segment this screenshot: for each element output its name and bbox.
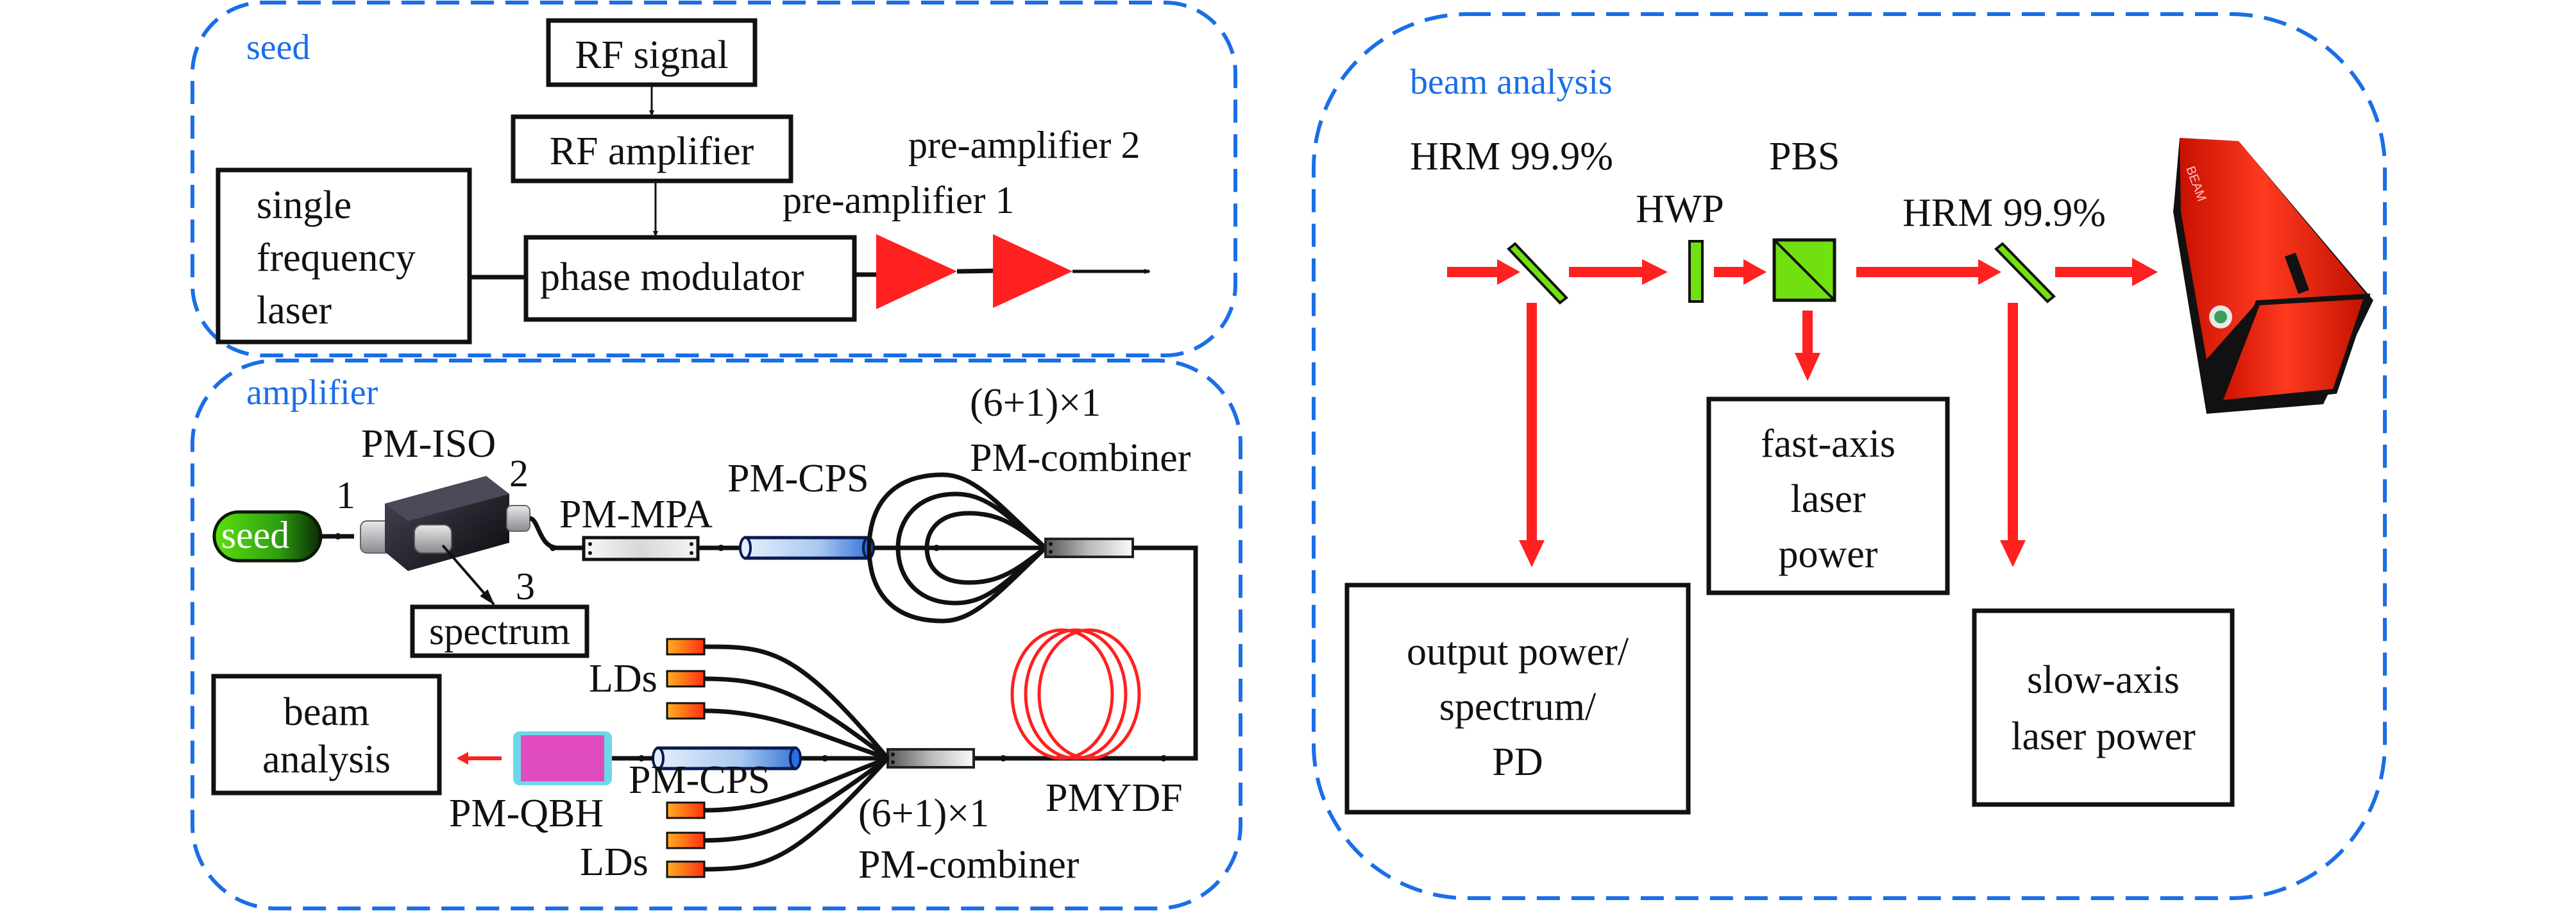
combiner-lower-name: PM-combiner bbox=[858, 843, 1080, 887]
pm-qbh-label: PM-QBH bbox=[449, 792, 604, 835]
mpa-dot bbox=[690, 551, 693, 555]
seed-capsule-label: seed bbox=[221, 514, 290, 556]
seed-panel-title: seed bbox=[246, 28, 310, 67]
pm-cps-upper-label: PM-CPS bbox=[727, 457, 869, 500]
mpa-dot bbox=[588, 551, 592, 555]
pre-amplifier-2-label: pre-amplifier 2 bbox=[908, 124, 1140, 166]
fiber-splice bbox=[822, 755, 828, 762]
beam-path-horizontal bbox=[1447, 258, 2158, 286]
iso-to-mpa-fiber bbox=[529, 516, 584, 550]
hwp-plate bbox=[1688, 240, 1704, 303]
combiner-upper-name: PM-combiner bbox=[970, 436, 1191, 480]
pre-amplifier-2-triangle bbox=[993, 234, 1072, 308]
combiner-dot bbox=[1049, 542, 1053, 546]
laser-label-line-3: laser bbox=[257, 289, 332, 332]
combiner-dot bbox=[1049, 550, 1053, 554]
laser-diodes-lower bbox=[666, 756, 890, 878]
laser-label-line-1: single bbox=[257, 183, 352, 227]
phase-modulator-box bbox=[523, 235, 857, 322]
combiner-pump-loops bbox=[867, 472, 1047, 624]
combiner-upper-ratio: (6+1)×1 bbox=[970, 381, 1101, 425]
fiber-splice bbox=[1000, 755, 1006, 762]
pm-combiner-upper bbox=[1044, 538, 1134, 558]
pre-amplifier-1-label: pre-amplifier 1 bbox=[783, 179, 1015, 221]
iso-port3-arrow bbox=[441, 544, 495, 606]
output-line-2: spectrum/ bbox=[1439, 685, 1597, 729]
fiber-splice bbox=[638, 755, 645, 762]
amplifier-panel: amplifier seed PM-ISO 1 2 3 spectrum PM-… bbox=[191, 359, 1242, 910]
port-2-label: 2 bbox=[509, 452, 529, 495]
qbh-output-arrowhead bbox=[457, 752, 468, 765]
combiner-dot bbox=[891, 760, 895, 764]
laser-label-line-2: frequency bbox=[257, 236, 416, 280]
fiber-splice bbox=[718, 545, 724, 551]
beam-analysis-panel: beam analysis HRM 99.9% PBS HWP HRM 99.9… bbox=[1312, 12, 2387, 900]
hrm-2-mirror bbox=[1994, 242, 2056, 303]
hwp-label: HWP bbox=[1636, 187, 1724, 231]
hrm-1-mirror bbox=[1507, 242, 1568, 305]
fast-axis-line-3: power bbox=[1779, 532, 1878, 576]
pbs-label: PBS bbox=[1769, 135, 1840, 178]
rf-signal-label: RF signal bbox=[575, 33, 728, 77]
pm-combiner-lower bbox=[886, 748, 975, 769]
port-3-label: 3 bbox=[516, 565, 535, 608]
seed-panel-border bbox=[191, 1, 1237, 357]
pm-iso-label: PM-ISO bbox=[361, 422, 496, 466]
output-line-1: output power/ bbox=[1407, 630, 1629, 674]
pm-mpa bbox=[582, 536, 700, 561]
output-power-box bbox=[1344, 583, 1691, 815]
laser-diodes-upper bbox=[666, 638, 890, 761]
fast-axis-box bbox=[1706, 396, 1950, 595]
mpa-dot bbox=[690, 542, 693, 546]
pm-isolator bbox=[360, 476, 530, 571]
pm-mpa-label: PM-MPA bbox=[559, 493, 713, 536]
slow-axis-box bbox=[1972, 608, 2235, 807]
combiner-lower-ratio: (6+1)×1 bbox=[858, 792, 989, 835]
rf-amplifier-label: RF amplifier bbox=[550, 130, 754, 173]
pm-cps-lower bbox=[652, 746, 802, 771]
slow-axis-line-2: laser power bbox=[2011, 715, 2196, 758]
fiber-splice bbox=[335, 533, 341, 540]
beam-analysis-panel-border bbox=[1312, 12, 2387, 900]
fast-axis-line-2: laser bbox=[1790, 477, 1865, 521]
spectrum-label: spectrum bbox=[429, 610, 570, 652]
port-1-label: 1 bbox=[336, 474, 355, 516]
beam-path-vertical bbox=[1519, 303, 2026, 567]
pmydf-label: PMYDF bbox=[1046, 776, 1183, 820]
slow-axis-line-1: slow-axis bbox=[2027, 658, 2180, 702]
mpa-dot bbox=[588, 542, 592, 546]
pm-cps-upper bbox=[739, 536, 875, 560]
phase-modulator-label: phase modulator bbox=[540, 255, 804, 299]
hrm-2-label: HRM 99.9% bbox=[1902, 191, 2106, 235]
beam-analysis-line-1: beam bbox=[284, 690, 369, 734]
amplifier-panel-title: amplifier bbox=[246, 373, 378, 413]
pre-amplifier-1-triangle bbox=[876, 234, 957, 309]
spectrum-box bbox=[410, 604, 589, 658]
fiber-splice bbox=[550, 545, 556, 551]
pm-cps-lower-label: PM-CPS bbox=[629, 758, 770, 802]
lds-upper-label: LDs bbox=[589, 657, 657, 701]
single-frequency-laser-box bbox=[216, 167, 472, 345]
beam-analysis-box bbox=[211, 674, 442, 796]
fast-axis-line-1: fast-axis bbox=[1761, 422, 1895, 466]
beam-analysis-panel-title: beam analysis bbox=[1410, 62, 1613, 102]
beam-analysis-line-2: analysis bbox=[262, 738, 391, 781]
pm-qbh bbox=[513, 731, 612, 785]
lds-lower-label: LDs bbox=[580, 840, 648, 884]
rf-amplifier-box bbox=[511, 114, 793, 183]
pmydf-coil bbox=[1010, 628, 1141, 760]
combiner-dot bbox=[891, 753, 895, 756]
output-line-3: PD bbox=[1492, 740, 1543, 784]
beam-profiler-device: BEAM bbox=[2173, 138, 2373, 414]
seed-panel: seed RF signal RF amplifier single frequ… bbox=[191, 1, 1237, 357]
pbs-cube bbox=[1772, 238, 1836, 302]
fiber-splice bbox=[1160, 755, 1167, 762]
hrm-1-label: HRM 99.9% bbox=[1410, 135, 1613, 178]
